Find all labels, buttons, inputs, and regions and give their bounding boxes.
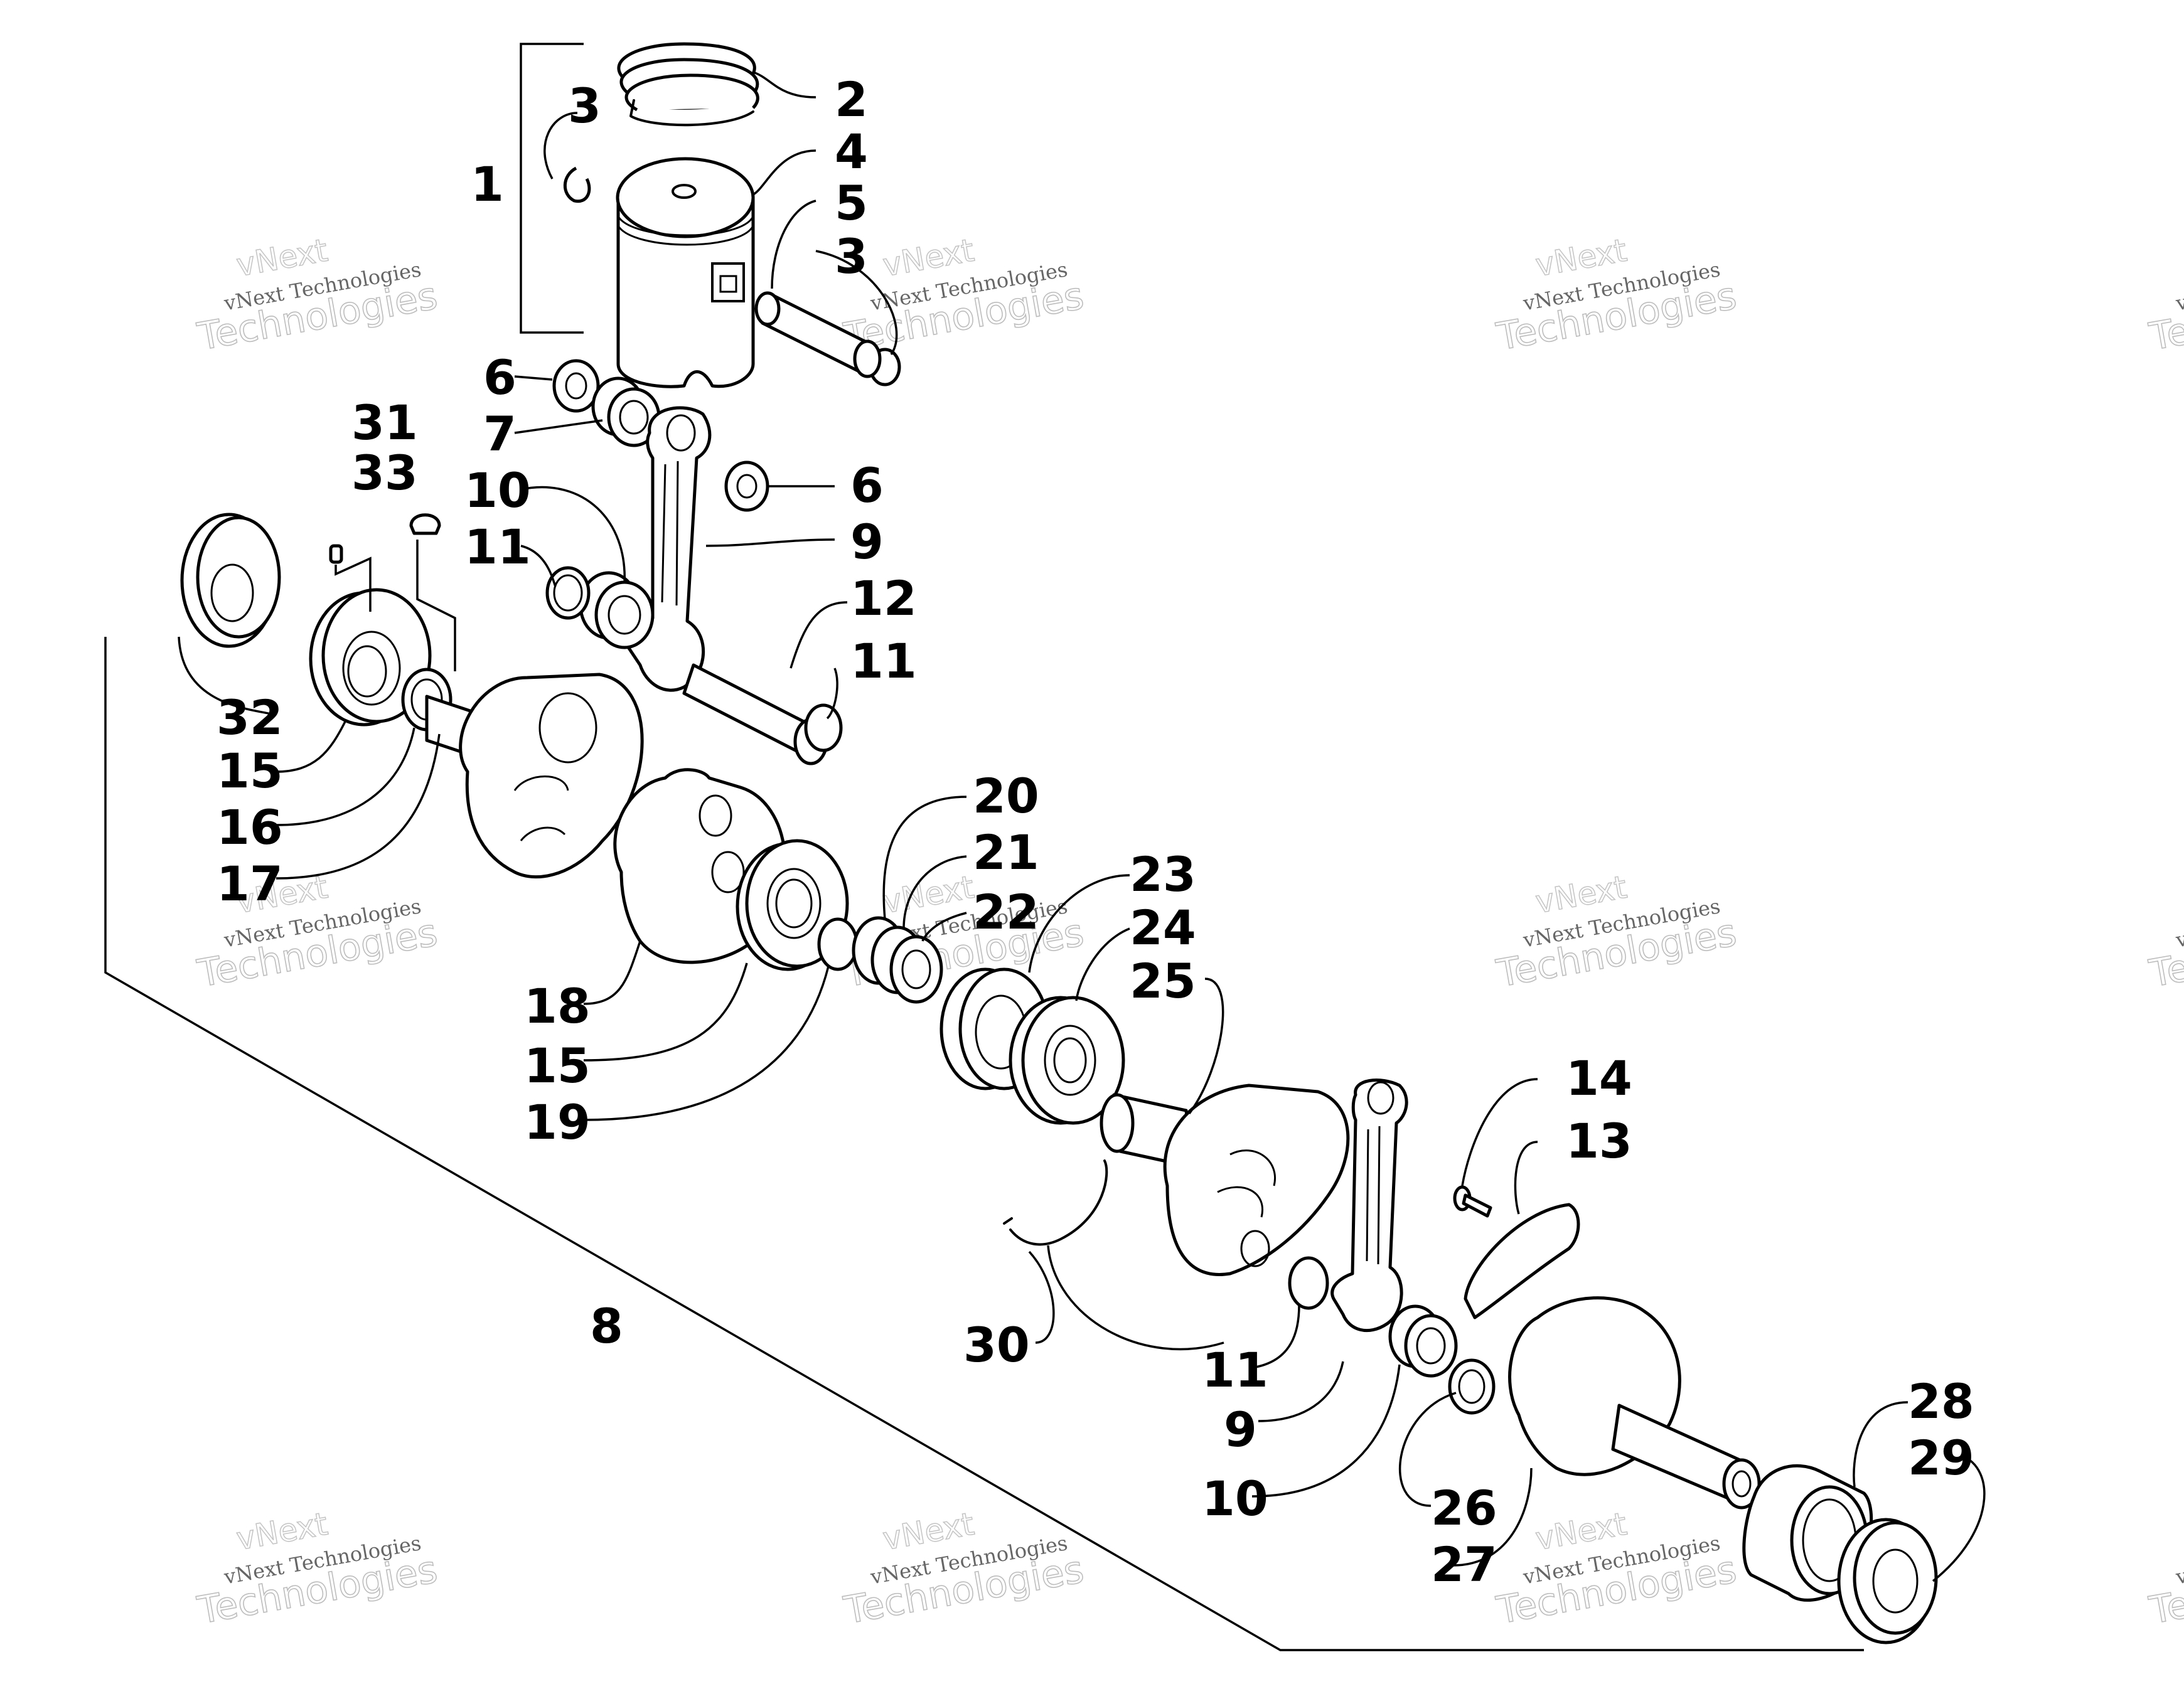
- svg-text:vNext Technologies: vNext Technologies: [2173, 894, 2184, 952]
- svg-text:Technologies: Technologies: [2146, 911, 2184, 996]
- leader-lines: [178, 71, 1986, 1582]
- callout-9: 9: [850, 514, 884, 570]
- connecting-rod-upper: [624, 406, 712, 692]
- callout-1: 1: [471, 156, 504, 212]
- needle-bearing-7: [591, 376, 661, 447]
- big-end-bearing-lower: [1388, 1304, 1458, 1378]
- watermark-partial: vNext vNext Technologies Technologies: [2146, 894, 2184, 996]
- crank-half-25: [1100, 1084, 1350, 1276]
- watermark: vNext vNext Technologies Technologies: [1493, 868, 1740, 996]
- callout-32: 32: [217, 690, 283, 745]
- watermark: vNext vNext Technologies Technologies: [1493, 1505, 1740, 1633]
- callout-15: 15: [217, 743, 283, 799]
- svg-text:Technologies: Technologies: [2146, 1548, 2184, 1633]
- callout-22: 22: [973, 884, 1039, 940]
- counterweight: [1464, 1203, 1580, 1319]
- callout-11: 11: [464, 519, 531, 575]
- callout-31: 31: [351, 395, 418, 450]
- watermark: vNext vNext Technologies Technologies: [840, 1505, 1088, 1633]
- watermark: vNext vNext Technologies Technologies: [194, 232, 441, 360]
- callout-11c: 11: [1202, 1342, 1268, 1398]
- callout-20: 20: [973, 768, 1039, 824]
- callout-30: 30: [963, 1317, 1030, 1373]
- callout-21: 21: [973, 824, 1039, 880]
- thrust-washer-11b: [804, 703, 843, 752]
- callout-14: 14: [1566, 1050, 1632, 1106]
- callout-28: 28: [1908, 1373, 1974, 1429]
- callout-12: 12: [850, 570, 917, 626]
- oil-seal-left: [180, 513, 281, 648]
- watermark: vNext vNext Technologies Technologies: [1493, 232, 1740, 360]
- svg-text:Technologies: Technologies: [2146, 274, 2184, 360]
- crankshaft-assembly-bracket: [104, 637, 1864, 1651]
- thrust-washer-6b: [724, 461, 769, 512]
- o-ring-26: [1448, 1358, 1496, 1415]
- circlip-left: [563, 166, 591, 203]
- callout-6b: 6: [850, 457, 884, 513]
- crank-half-left: [425, 673, 644, 879]
- woodruff-key: [409, 513, 441, 535]
- piston-assembly-bracket: [520, 43, 584, 334]
- callout-10b: 10: [1202, 1471, 1268, 1526]
- callout-16: 16: [217, 799, 283, 855]
- big-end-bearing-upper: [579, 571, 655, 649]
- callout-25: 25: [1130, 953, 1196, 1009]
- watermark-partial: vNext vNext Technologies Technologies: [2146, 1531, 2184, 1633]
- crank-half-right: [1508, 1296, 1761, 1510]
- callout-4: 4: [835, 124, 868, 179]
- screw: [1453, 1185, 1492, 1218]
- piston: [616, 157, 755, 388]
- callout-19: 19: [524, 1094, 591, 1150]
- connecting-rod-lower: [1330, 1079, 1408, 1333]
- snap-ring-19: [817, 917, 859, 971]
- piston-pin: [754, 291, 882, 378]
- callout-26: 26: [1431, 1480, 1497, 1536]
- callout-9b: 9: [1224, 1402, 1257, 1457]
- callout-29: 29: [1908, 1430, 1974, 1486]
- svg-text:vNext Technologies: vNext Technologies: [2173, 257, 2184, 316]
- callout-24: 24: [1130, 900, 1196, 956]
- crank-pin: [682, 663, 828, 765]
- svg-text:vNext Technologies: vNext Technologies: [2173, 1531, 2184, 1589]
- center-seal-stack: [852, 916, 943, 1004]
- watermark: vNext vNext Technologies Technologies: [194, 1505, 441, 1633]
- callout-5: 5: [835, 175, 868, 231]
- snap-ring-30: [1003, 1159, 1108, 1246]
- piston-rings: [617, 42, 759, 127]
- callout-3: 3: [568, 78, 601, 134]
- callout-11b: 11: [850, 633, 917, 689]
- callout-33: 33: [351, 445, 418, 501]
- main-bearing-24: [1009, 996, 1125, 1125]
- callout-7: 7: [483, 406, 517, 462]
- callout-13: 13: [1566, 1113, 1632, 1169]
- callout-27: 27: [1431, 1537, 1497, 1592]
- thrust-washer-11c: [1288, 1256, 1329, 1310]
- callout-6: 6: [483, 349, 517, 405]
- callout-17: 17: [217, 856, 283, 912]
- callout-23: 23: [1130, 846, 1196, 902]
- callout-3b: 3: [835, 228, 868, 284]
- callout-10: 10: [464, 462, 531, 518]
- watermark-partial: vNext vNext Technologies Technologies: [2146, 257, 2184, 360]
- callout-2: 2: [835, 72, 868, 127]
- callout-8: 8: [590, 1298, 623, 1354]
- oil-seal-right: [1837, 1518, 1938, 1644]
- callout-18: 18: [524, 978, 591, 1034]
- dowel-pin: [329, 544, 343, 564]
- callout-15b: 15: [524, 1038, 591, 1094]
- callout-labels: 1 2 3 4 5 3 6 7 10 11 6 9 12 11 31 33 32…: [217, 72, 1974, 1592]
- thrust-washer-6a: [552, 359, 600, 413]
- watermark: vNext vNext Technologies Technologies: [840, 232, 1088, 360]
